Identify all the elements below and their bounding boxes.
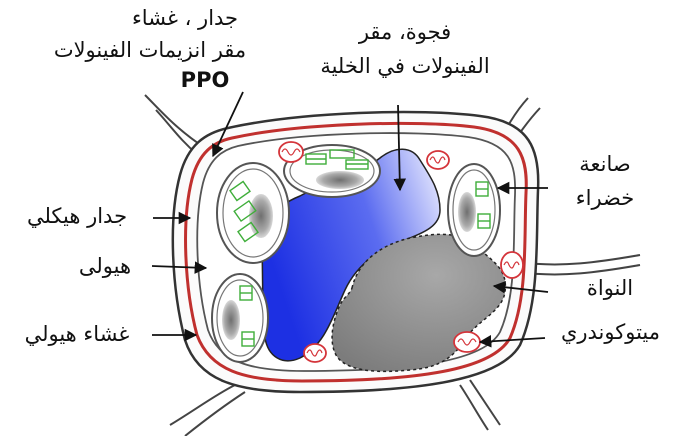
- label-cytoplasm: هيولى: [60, 252, 150, 280]
- chloroplast-right: [448, 164, 500, 256]
- chloroplast-left-upper: [217, 163, 289, 263]
- mitochondrion-2: [427, 151, 449, 169]
- label-cytoskeleton: جدار هيكلي: [4, 202, 150, 230]
- label-vacuole-line2: الفينولات في الخلية: [290, 52, 520, 80]
- label-ppo: PPO: [160, 66, 250, 94]
- label-vacuole-line1: فجوة، مقر: [330, 18, 480, 46]
- label-cytoplasm-membrane: غشاء هيولي: [4, 320, 150, 348]
- label-wall-membrane-line2: مقر انزيمات الفينولات: [15, 36, 285, 64]
- label-wall-membrane-line1: جدار ، غشاء: [85, 4, 285, 32]
- mitochondrion-1: [279, 142, 303, 162]
- mitochondrion-3: [501, 252, 523, 278]
- label-nucleus: النواة: [560, 274, 660, 302]
- label-chloroplast-line1: صانعة: [555, 150, 655, 178]
- mitochondrion-4: [454, 332, 480, 352]
- mitochondrion-5: [304, 344, 326, 362]
- label-chloroplast-line2: خضراء: [555, 184, 655, 212]
- label-mitochondria: ميتوكوندري: [548, 318, 673, 346]
- chloroplast-left-lower: [212, 274, 268, 362]
